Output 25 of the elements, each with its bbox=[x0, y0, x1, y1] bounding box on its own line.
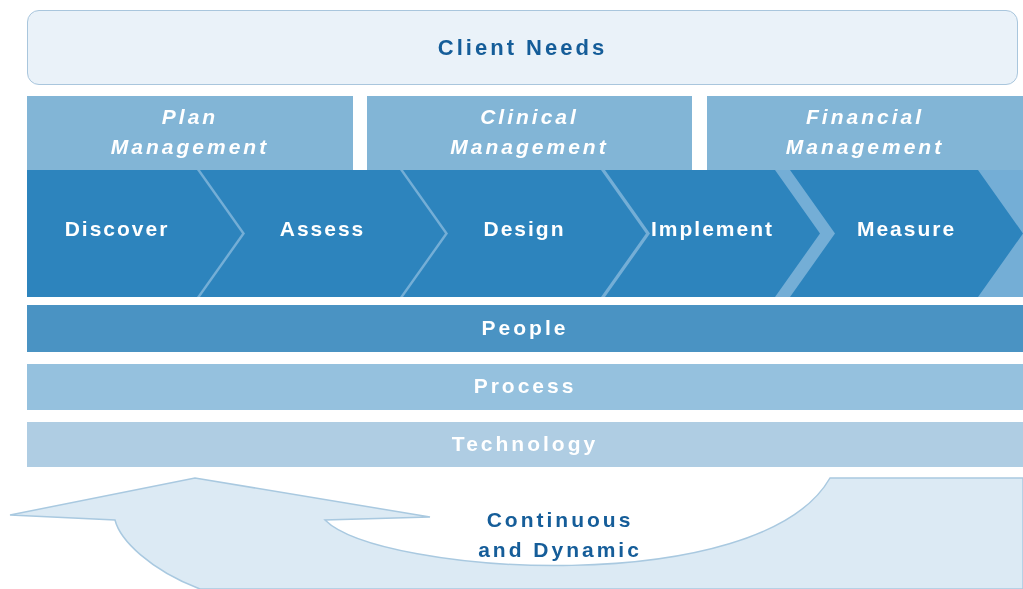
layer-label: Technology bbox=[450, 431, 600, 456]
process-step bbox=[790, 170, 1023, 297]
process-step bbox=[605, 170, 820, 297]
process-step bbox=[200, 170, 445, 297]
header-text: Plan Management bbox=[109, 104, 271, 160]
step-label: Discover bbox=[63, 217, 171, 241]
layer-bar bbox=[27, 305, 1023, 352]
layer-bar bbox=[27, 422, 1023, 467]
process-step bbox=[403, 170, 646, 297]
step-label: Design bbox=[482, 217, 567, 241]
category-header bbox=[27, 96, 353, 170]
layer-label: People bbox=[480, 315, 570, 340]
category-header bbox=[367, 96, 692, 170]
layer-label: Process bbox=[472, 374, 578, 398]
step-label: Implement bbox=[650, 217, 775, 241]
header-text: Financial Management bbox=[784, 104, 946, 160]
step-label: Assess bbox=[278, 217, 367, 241]
category-header bbox=[707, 96, 1023, 170]
title-text: Client Needs bbox=[436, 35, 609, 61]
layer-bar bbox=[27, 364, 1023, 410]
step-label: Measure bbox=[855, 217, 958, 241]
process-step bbox=[27, 170, 242, 297]
header-text: Clinical Management bbox=[449, 104, 610, 160]
cycle-label: Continuous and Dynamic bbox=[477, 507, 643, 563]
header-box bbox=[27, 10, 1018, 85]
